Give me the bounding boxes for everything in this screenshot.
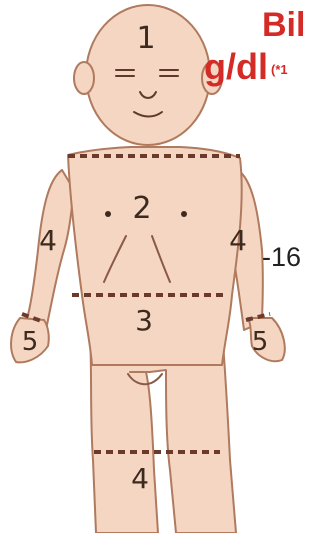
zone-4-label-left: 4 xyxy=(39,224,57,257)
zone-1-label: 1 xyxy=(136,21,155,56)
zone-5-label-left: 5 xyxy=(22,327,39,357)
zone-4-label-right: 4 xyxy=(229,224,247,257)
zone-2-label: 2 xyxy=(132,191,151,226)
chest-dot-left xyxy=(105,211,111,217)
zone-4-label-legs: 4 xyxy=(131,462,149,495)
header-unit: g/dl(*1 xyxy=(204,46,288,88)
side-value: -16 xyxy=(262,242,301,273)
header-bil: Bil xyxy=(262,6,305,45)
zone-3-label: 3 xyxy=(135,304,153,337)
zone-5-label-right: 5 xyxy=(252,327,269,357)
header-unit-text: g/dl xyxy=(204,46,268,87)
header-note: (*1 xyxy=(271,62,288,77)
chest-dot-right xyxy=(181,211,187,217)
